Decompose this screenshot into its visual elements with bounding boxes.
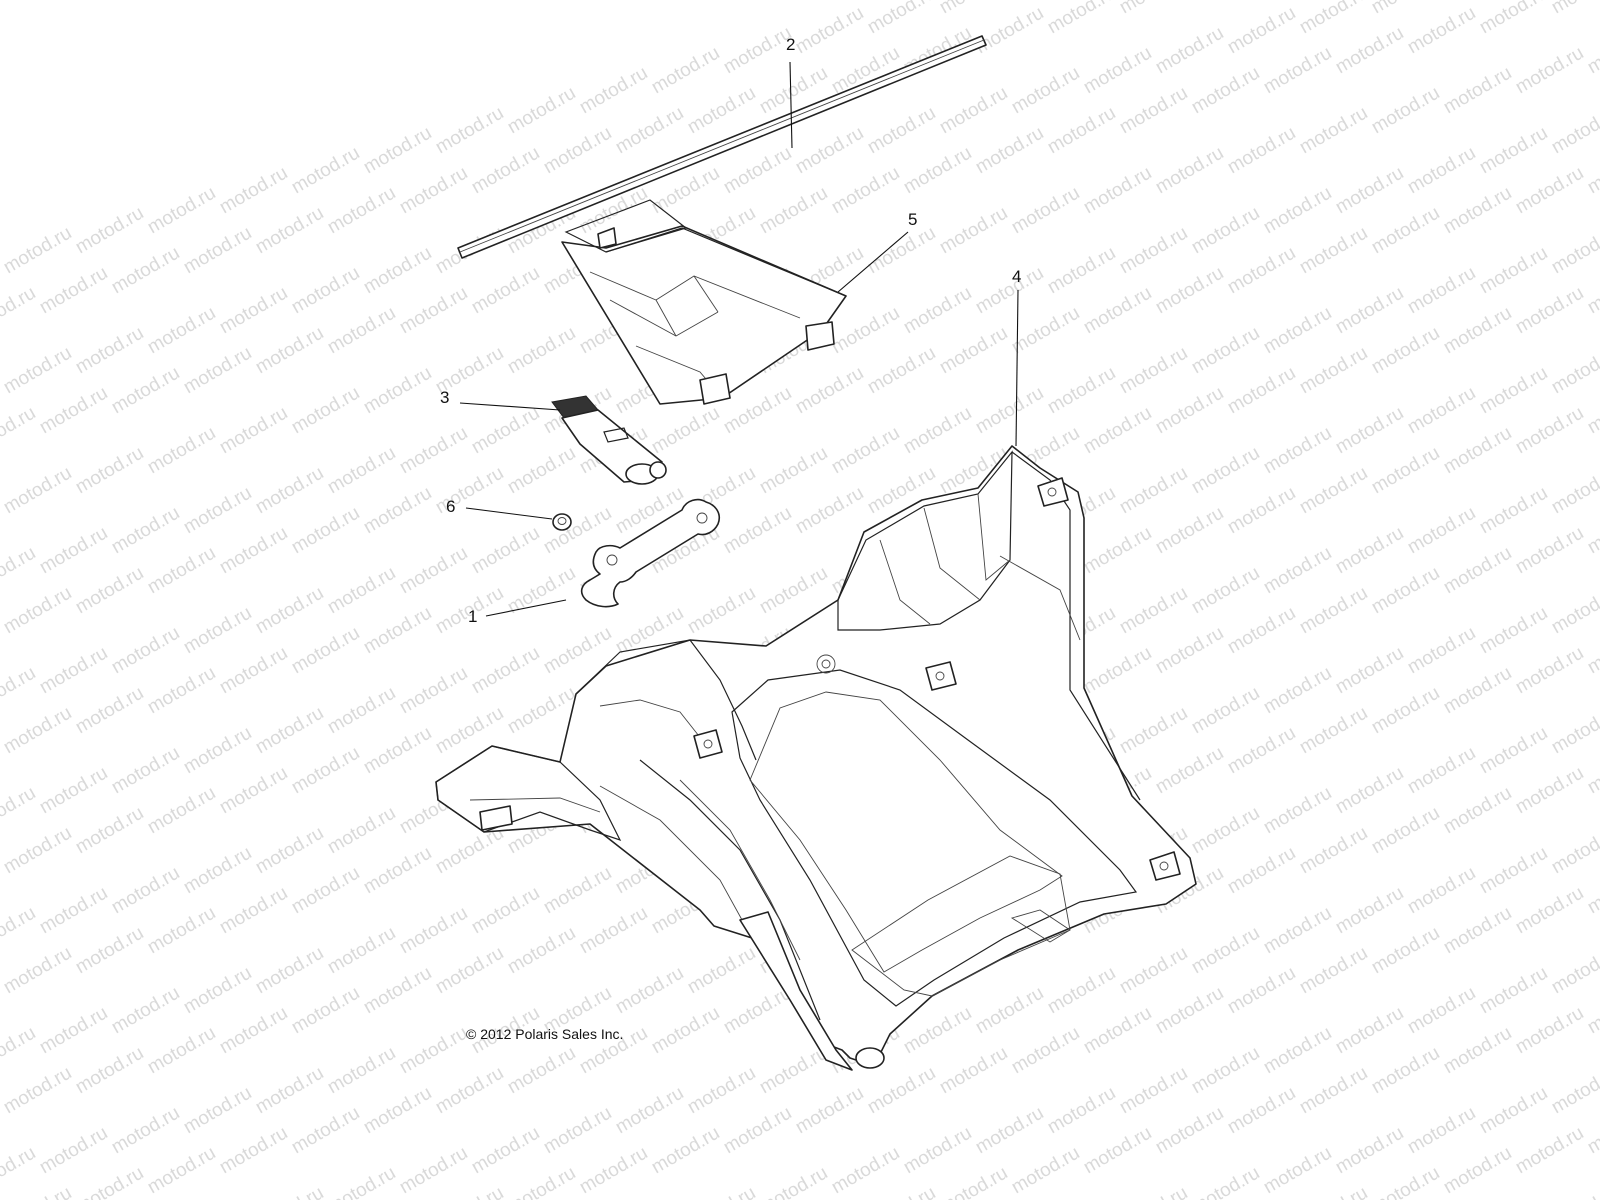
leader-1 — [485, 599, 567, 617]
leader-6 — [465, 507, 553, 520]
part-2-strip — [457, 35, 987, 259]
leader-lines — [459, 61, 1019, 617]
leader-2 — [789, 61, 793, 149]
copyright-notice: © 2012 Polaris Sales Inc. — [466, 1026, 624, 1042]
callout-5: 5 — [908, 210, 917, 229]
leader-3 — [459, 402, 561, 411]
part-1-bracket — [580, 498, 721, 608]
callout-1: 1 — [468, 607, 477, 626]
part-5-cover-panel — [561, 199, 847, 405]
callout-4: 4 — [1012, 267, 1021, 286]
part-6-nut — [552, 513, 572, 531]
callout-3: 3 — [440, 388, 449, 407]
callout-6: 6 — [446, 497, 455, 516]
callout-2: 2 — [786, 35, 795, 54]
leader-4 — [1015, 289, 1019, 447]
part-4-main-body — [435, 445, 1197, 1071]
part-3-latch — [551, 395, 667, 485]
leader-5 — [837, 231, 909, 293]
